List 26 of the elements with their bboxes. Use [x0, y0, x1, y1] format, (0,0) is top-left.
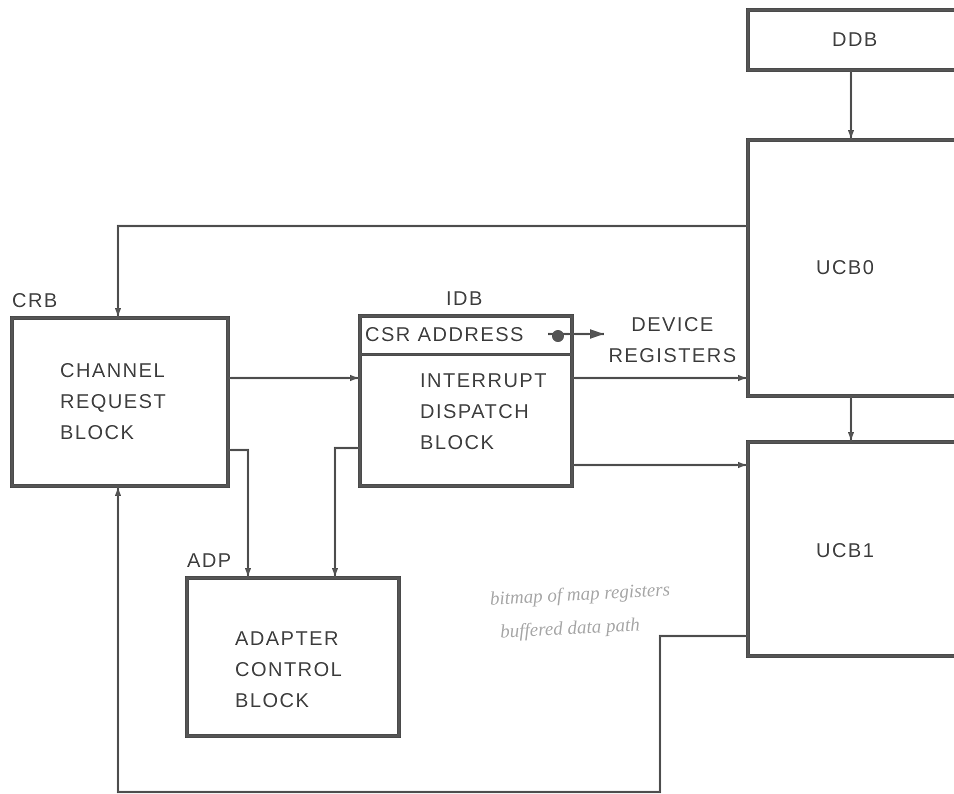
- block-name-label: ADP: [187, 549, 233, 574]
- arrow: [848, 72, 854, 138]
- block-label: DDB: [832, 28, 879, 53]
- ucb1-box: [746, 440, 954, 658]
- handwritten-note: bitmap of map registers: [488, 578, 672, 612]
- block-name-label: IDB: [446, 287, 484, 312]
- block-label: ADAPTER CONTROL BLOCK: [235, 627, 344, 714]
- block-label: CHANNEL REQUEST BLOCK: [60, 359, 168, 446]
- block-name-label: CRB: [12, 289, 59, 314]
- block-label: UCB1: [816, 539, 876, 564]
- arrow: [230, 374, 358, 382]
- handwritten-note: buffered data path: [498, 613, 642, 645]
- arrow: [548, 329, 604, 339]
- arrow: [574, 374, 746, 382]
- block-label: CSR ADDRESS: [365, 323, 525, 348]
- block-label: DEVICE REGISTERS: [607, 313, 739, 369]
- arrow: [230, 448, 252, 576]
- arrow: [332, 446, 358, 576]
- ucb0-box: [746, 138, 954, 398]
- arrow: [114, 224, 746, 316]
- arrow: [848, 398, 854, 440]
- arrow: [574, 462, 746, 468]
- arrow: [114, 488, 746, 794]
- ddb-box: [746, 8, 954, 72]
- block-label: UCB0: [816, 256, 876, 281]
- block-label: INTERRUPT DISPATCH BLOCK: [420, 369, 549, 456]
